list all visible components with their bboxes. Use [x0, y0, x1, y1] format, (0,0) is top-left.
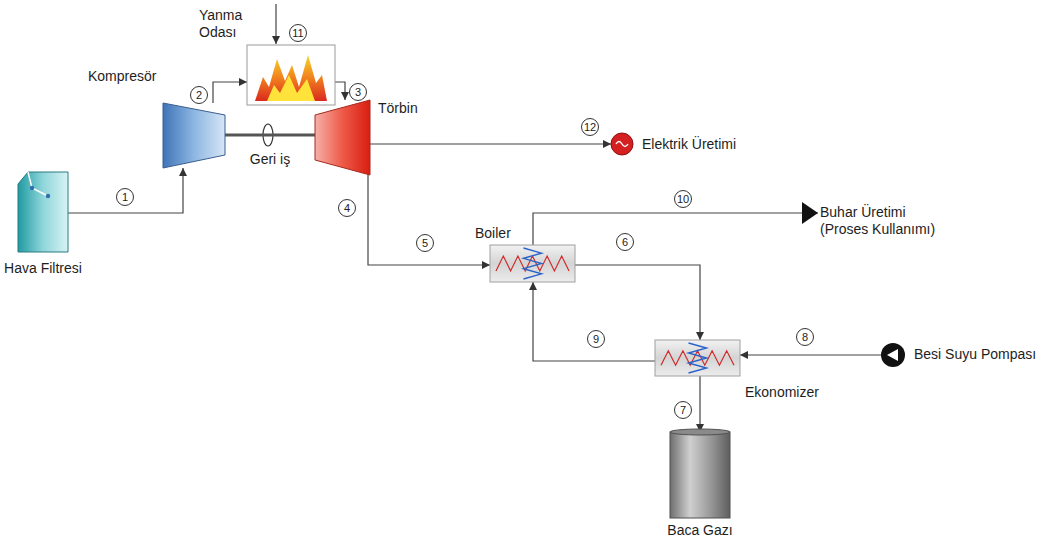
generator-symbol [611, 133, 633, 155]
combustion-box [247, 45, 335, 105]
generator-shape [611, 133, 633, 155]
compressor-symbol [163, 103, 225, 168]
power-line [370, 143, 611, 144]
air-filter: Hava Filtresi [18, 172, 68, 252]
callout-number: 8 [796, 328, 814, 346]
callout-number: 4 [338, 199, 356, 217]
feed-water-flow [740, 354, 881, 355]
compressed-air-flow [213, 82, 247, 103]
hot-coil [661, 351, 734, 365]
air-filter-dot [30, 186, 34, 190]
cold-coil [689, 343, 707, 373]
generator: Elektrik Üretimi [611, 133, 633, 155]
heat-exchanger-box [490, 245, 575, 282]
stack-gas-flow [699, 376, 700, 432]
node-label: Yanma Odası [199, 7, 249, 41]
exhaust-gas-flow [368, 175, 490, 265]
chimney: Baca Gazı [670, 432, 730, 518]
hot-coil [496, 256, 569, 271]
callout-number: 11 [289, 24, 307, 42]
callout-number: 3 [349, 83, 367, 101]
callout-number: 7 [674, 401, 692, 419]
node-label: Törbin [378, 100, 418, 117]
flue-gas-flow [575, 265, 700, 340]
feed-pump-shape [881, 343, 905, 367]
economizer-shape [655, 340, 740, 376]
callout-number: 1 [116, 188, 134, 206]
air-filter-shape [18, 172, 68, 252]
pump-symbol [881, 343, 905, 367]
chimney-symbol [670, 432, 730, 518]
feed-pump: Besi Suyu Pompası [881, 343, 905, 367]
air-filter-icon [18, 172, 68, 252]
node-label: Kompresör [88, 68, 156, 85]
heat-exchanger-box [655, 340, 740, 376]
node-label: Hava Filtresi [4, 260, 82, 277]
economizer: Ekonomizer [655, 340, 740, 376]
air-flow [68, 168, 183, 213]
shaft [225, 134, 315, 137]
flame-core [267, 75, 315, 101]
turbine-shape [315, 100, 370, 175]
preheated-water-flow [533, 282, 655, 361]
turbine-symbol [315, 100, 370, 175]
combustion-chamber: Yanma Odası [247, 45, 335, 105]
compressor: Kompresör [163, 103, 225, 168]
node-label: Buhar Üretimi (Proses Kullanımı) [820, 204, 955, 238]
air-filter-dot [46, 194, 50, 198]
air-filter-flap [28, 172, 48, 196]
generator-wave [616, 142, 628, 147]
combustion-chamber-shape [247, 45, 335, 105]
callout-number: 9 [587, 330, 605, 348]
node-label: Besi Suyu Pompası [914, 346, 1036, 363]
compressor-shape [163, 103, 225, 168]
boiler-shape [490, 245, 575, 282]
callout-number: 12 [581, 118, 599, 136]
pump-triangle [887, 349, 898, 361]
callout-number: 2 [190, 86, 208, 104]
steam-output: Buhar Üretimi (Proses Kullanımı) [820, 204, 822, 224]
callout-number: 5 [416, 234, 434, 252]
node-label: Ekonomizer [745, 384, 819, 401]
callout-number: 10 [674, 190, 692, 208]
callout-number: 6 [616, 233, 634, 251]
chimney-shape [670, 432, 730, 518]
node-label: Boiler [475, 225, 511, 242]
node-label: Baca Gazı [667, 522, 732, 539]
hot-gas-flow [335, 82, 345, 100]
node-label: Elektrik Üretimi [642, 136, 736, 153]
cold-coil [524, 248, 542, 279]
fuel-inlet-line [275, 4, 276, 44]
chimney-top [670, 429, 730, 435]
turbine: Törbin [315, 100, 370, 175]
edge-label: Geri iş [248, 151, 292, 168]
boiler: Boiler [490, 245, 575, 282]
flame [255, 55, 327, 101]
steam-flow [533, 213, 818, 245]
